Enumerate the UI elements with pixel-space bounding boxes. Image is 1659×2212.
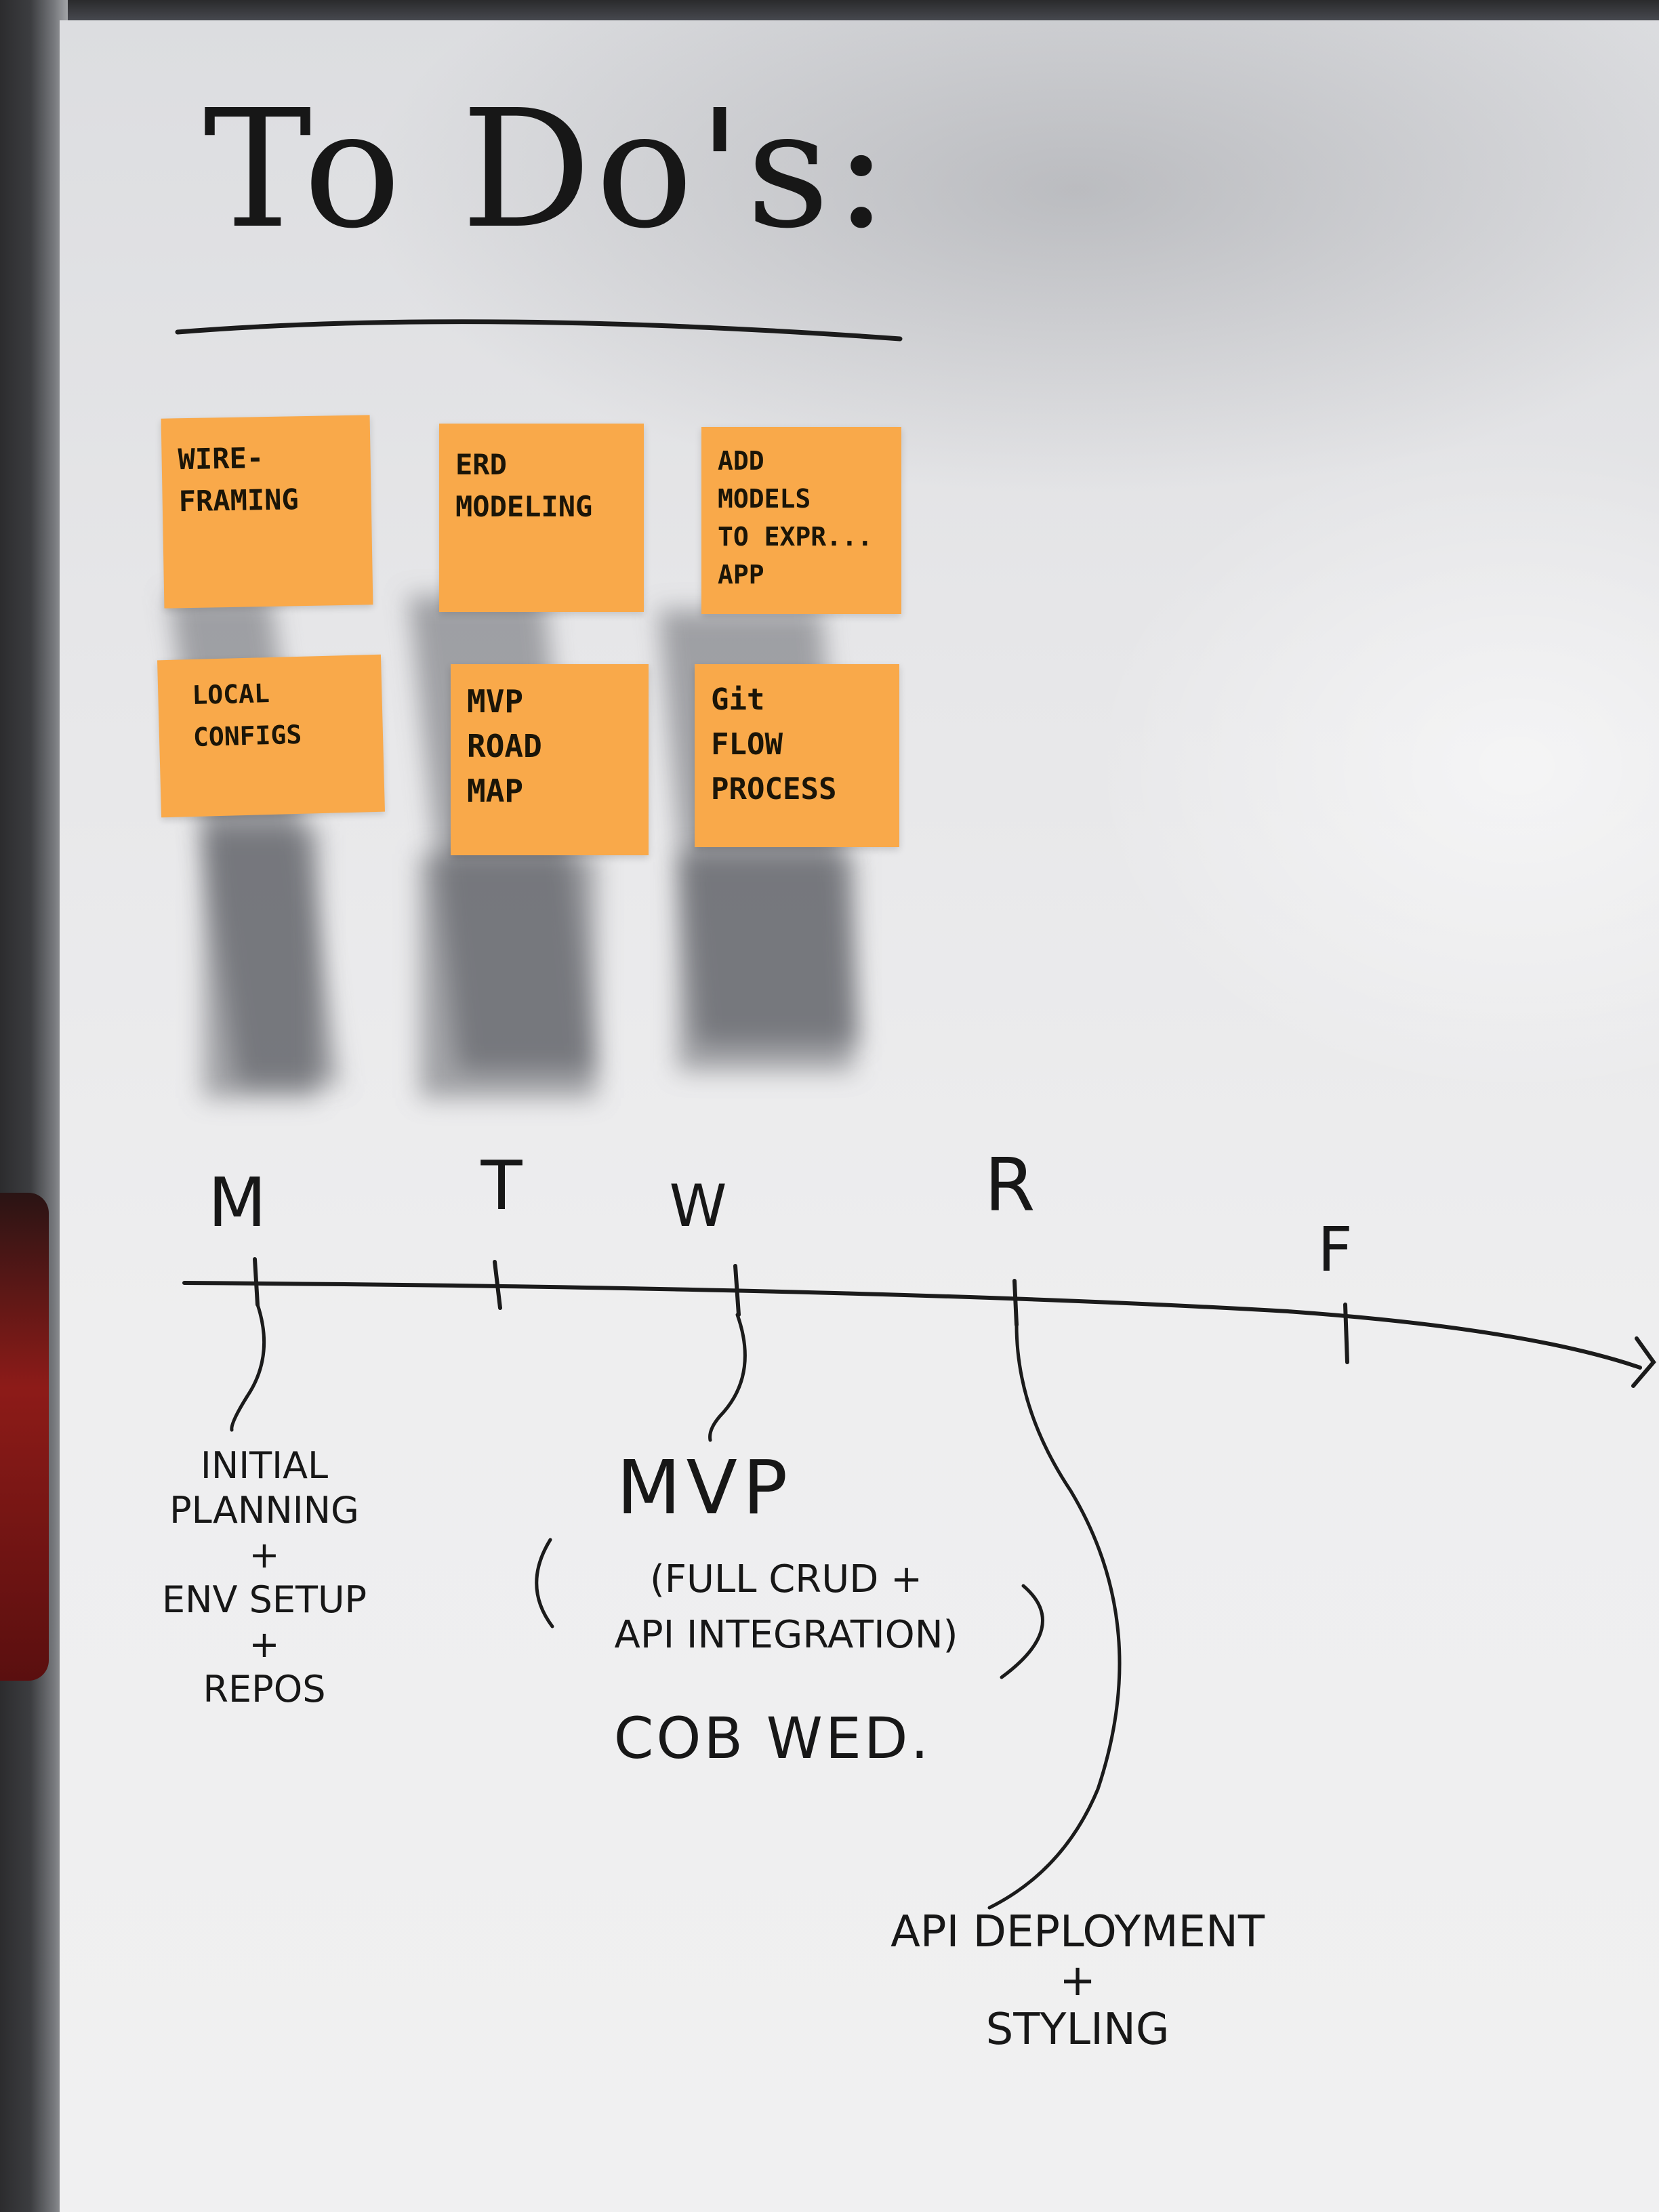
sticky-note[interactable]: Git FLOW PROCESS bbox=[695, 664, 899, 847]
sticky-note-text: Git FLOW PROCESS bbox=[711, 682, 837, 806]
tick-friday bbox=[1343, 1303, 1349, 1364]
note-shadow bbox=[420, 854, 596, 1098]
thursday-note: API DEPLOYMENT + STYLING bbox=[890, 1907, 1265, 2055]
timeline-line bbox=[182, 1281, 1642, 1370]
tick-thursday bbox=[1012, 1279, 1019, 1327]
day-label-friday: F bbox=[1317, 1214, 1353, 1286]
sticky-note-text: ADD MODELS TO EXPR... APP bbox=[718, 446, 873, 590]
monday-note: INITIAL PLANNING + ENV SETUP + REPOS bbox=[161, 1444, 367, 1711]
note-shadow bbox=[203, 827, 319, 1098]
board-frame-left bbox=[0, 0, 68, 2212]
connector-monday bbox=[230, 1303, 266, 1432]
day-label-monday: M bbox=[207, 1163, 267, 1242]
sticky-note[interactable]: ADD MODELS TO EXPR... APP bbox=[701, 427, 901, 614]
whiteboard bbox=[60, 20, 1659, 2212]
bracket-close bbox=[1000, 1584, 1044, 1679]
sticky-note[interactable]: MVP ROAD MAP bbox=[451, 664, 649, 855]
mvp-heading: MVP bbox=[616, 1444, 794, 1531]
day-label-thursday: R bbox=[984, 1143, 1036, 1228]
tick-tuesday bbox=[493, 1260, 502, 1310]
sticky-note-text: ERD MODELING bbox=[455, 448, 593, 523]
tick-monday bbox=[253, 1257, 260, 1307]
day-label-wednesday: W bbox=[669, 1172, 727, 1240]
red-bag bbox=[0, 1193, 49, 1681]
connector-wednesday bbox=[708, 1313, 747, 1442]
sticky-note[interactable]: ERD MODELING bbox=[439, 424, 644, 612]
mvp-deadline: COB WED. bbox=[613, 1705, 932, 1771]
mvp-scope: (FULL CRUD + API INTEGRATION) bbox=[614, 1557, 958, 1657]
timeline-arrowhead bbox=[1631, 1336, 1656, 1388]
connector-thursday bbox=[987, 1323, 1122, 1910]
board-title: To Do's: bbox=[203, 75, 893, 264]
bracket-open bbox=[535, 1538, 554, 1629]
day-label-tuesday: T bbox=[480, 1146, 523, 1225]
title-underline bbox=[175, 319, 903, 342]
sticky-note-text: MVP ROAD MAP bbox=[467, 683, 542, 809]
tick-wednesday bbox=[733, 1264, 741, 1317]
note-shadow bbox=[678, 854, 854, 1071]
